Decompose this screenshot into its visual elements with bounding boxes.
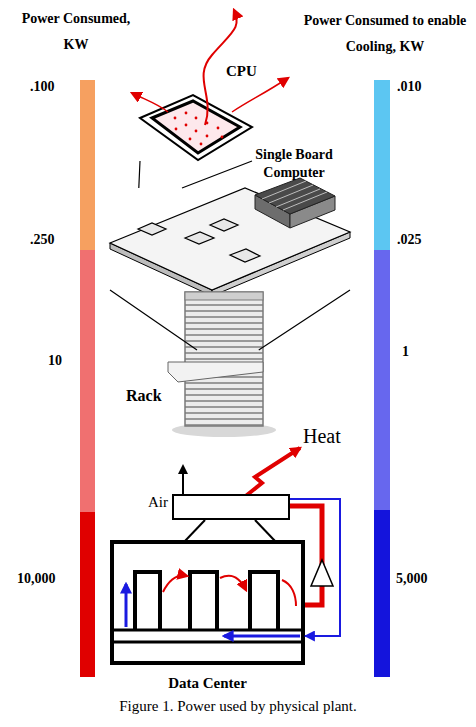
scale-segment: [80, 250, 95, 512]
board-chip: [210, 219, 238, 231]
hotspot-dot: [200, 143, 203, 146]
fin: [283, 192, 327, 210]
hot-air-pipe: [290, 506, 322, 605]
scale-label: .010: [397, 78, 443, 95]
zoom-lines: [139, 161, 252, 188]
pump-symbol: [311, 560, 333, 586]
hotspot-dot: [185, 112, 188, 115]
scale-label: .250: [30, 231, 76, 248]
server-rack: [190, 572, 217, 630]
server-drawer: [168, 362, 263, 382]
hotspot-dot: [189, 138, 192, 141]
hotspot-dot: [174, 117, 177, 120]
scale-label: Power Consumed to enable Cooling, KW: [300, 8, 470, 60]
heatsink-fins: [262, 181, 327, 210]
scale-label: .100: [30, 78, 76, 95]
heat-flow-arrow: [232, 78, 288, 112]
heat-flow-arrow: [132, 93, 168, 112]
scale-label: Power Consumed, KW: [16, 6, 136, 58]
node-label: Data Center: [110, 674, 305, 692]
hotspot-dot: [217, 127, 220, 130]
hotspot-dot: [175, 128, 178, 131]
hot-air-arrow: [163, 576, 187, 592]
board-chip: [230, 249, 260, 262]
node-label: CPU: [226, 62, 276, 80]
single-board-computer: Single Board Computer: [110, 188, 350, 290]
heatsink: [255, 178, 335, 214]
air-unit-stand: [255, 520, 275, 541]
hotspot-dot: [185, 124, 188, 127]
board-chip: [138, 223, 166, 235]
cpu-die: [152, 101, 240, 153]
cold-air-arrow: [125, 584, 128, 627]
scale-label: .025: [397, 231, 443, 248]
scale-segment: [374, 510, 390, 677]
exhaust-arrow: [182, 466, 184, 494]
scale-label: 10,000: [17, 570, 77, 587]
board-chip: [185, 232, 214, 244]
cold-air-pipe: [290, 499, 340, 636]
node-label: Rack: [126, 386, 176, 405]
server-rack: [135, 572, 160, 630]
rack: Rack: [178, 350, 273, 442]
hotspot-dot: [206, 135, 209, 138]
air-unit-stand: [185, 520, 205, 541]
cpu-chip: CPU: [140, 95, 252, 161]
cpu-hotspots: [174, 112, 224, 146]
hotspot-dot: [221, 136, 224, 139]
data-center-building: Data Center: [110, 540, 305, 665]
zoom-lines: [110, 290, 350, 350]
figure-caption: Figure 1. Power used by physical plant.: [0, 697, 476, 715]
scale-segment: [374, 80, 390, 250]
server-rack: [250, 572, 278, 630]
air-handler-box: Air: [172, 494, 290, 520]
hotspot-dot: [195, 130, 198, 133]
scale-label: 5,000: [396, 570, 456, 587]
node-label: Air: [128, 493, 168, 511]
fin: [262, 181, 306, 199]
scale-segment: [374, 250, 390, 510]
raised-floor: [112, 629, 303, 632]
hotspot-dot: [195, 117, 198, 120]
scale-label: 1: [402, 343, 432, 360]
node-label: Single Board Computer: [238, 146, 350, 182]
rack-top: [185, 292, 263, 300]
hot-air-arrow: [220, 576, 246, 590]
scale-segment: [80, 80, 95, 250]
cold-air-arrow: [224, 635, 300, 638]
rack-cabinet: [185, 292, 263, 426]
scale-label: Heat: [303, 424, 363, 448]
hot-air-arrow: [282, 580, 296, 606]
raised-floor: [112, 641, 303, 644]
scale-label: 10: [48, 352, 78, 369]
scale-segment: [80, 512, 95, 677]
